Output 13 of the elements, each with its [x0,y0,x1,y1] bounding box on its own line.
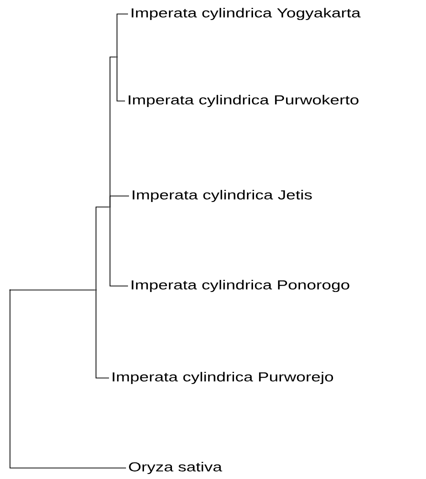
tree-branch [96,290,110,378]
tree-branch [10,290,126,468]
species-label: Imperata cylindrica Ponorogo [132,280,350,292]
species-label: Imperata cylindrica Jetis [132,190,312,202]
species-label: Imperata cylindrica Yogyakarta [132,8,361,20]
tree-branch [116,14,128,58]
tree-branch [110,196,130,208]
tree-branch [96,206,110,290]
species-label: Imperata cylindrica Purworejo [112,372,334,384]
species-label: Imperata cylindrica Purwokerto [128,94,358,108]
tree-branch [110,206,128,286]
species-label: Oryza sativa [129,462,222,474]
tree-branch [116,56,126,102]
